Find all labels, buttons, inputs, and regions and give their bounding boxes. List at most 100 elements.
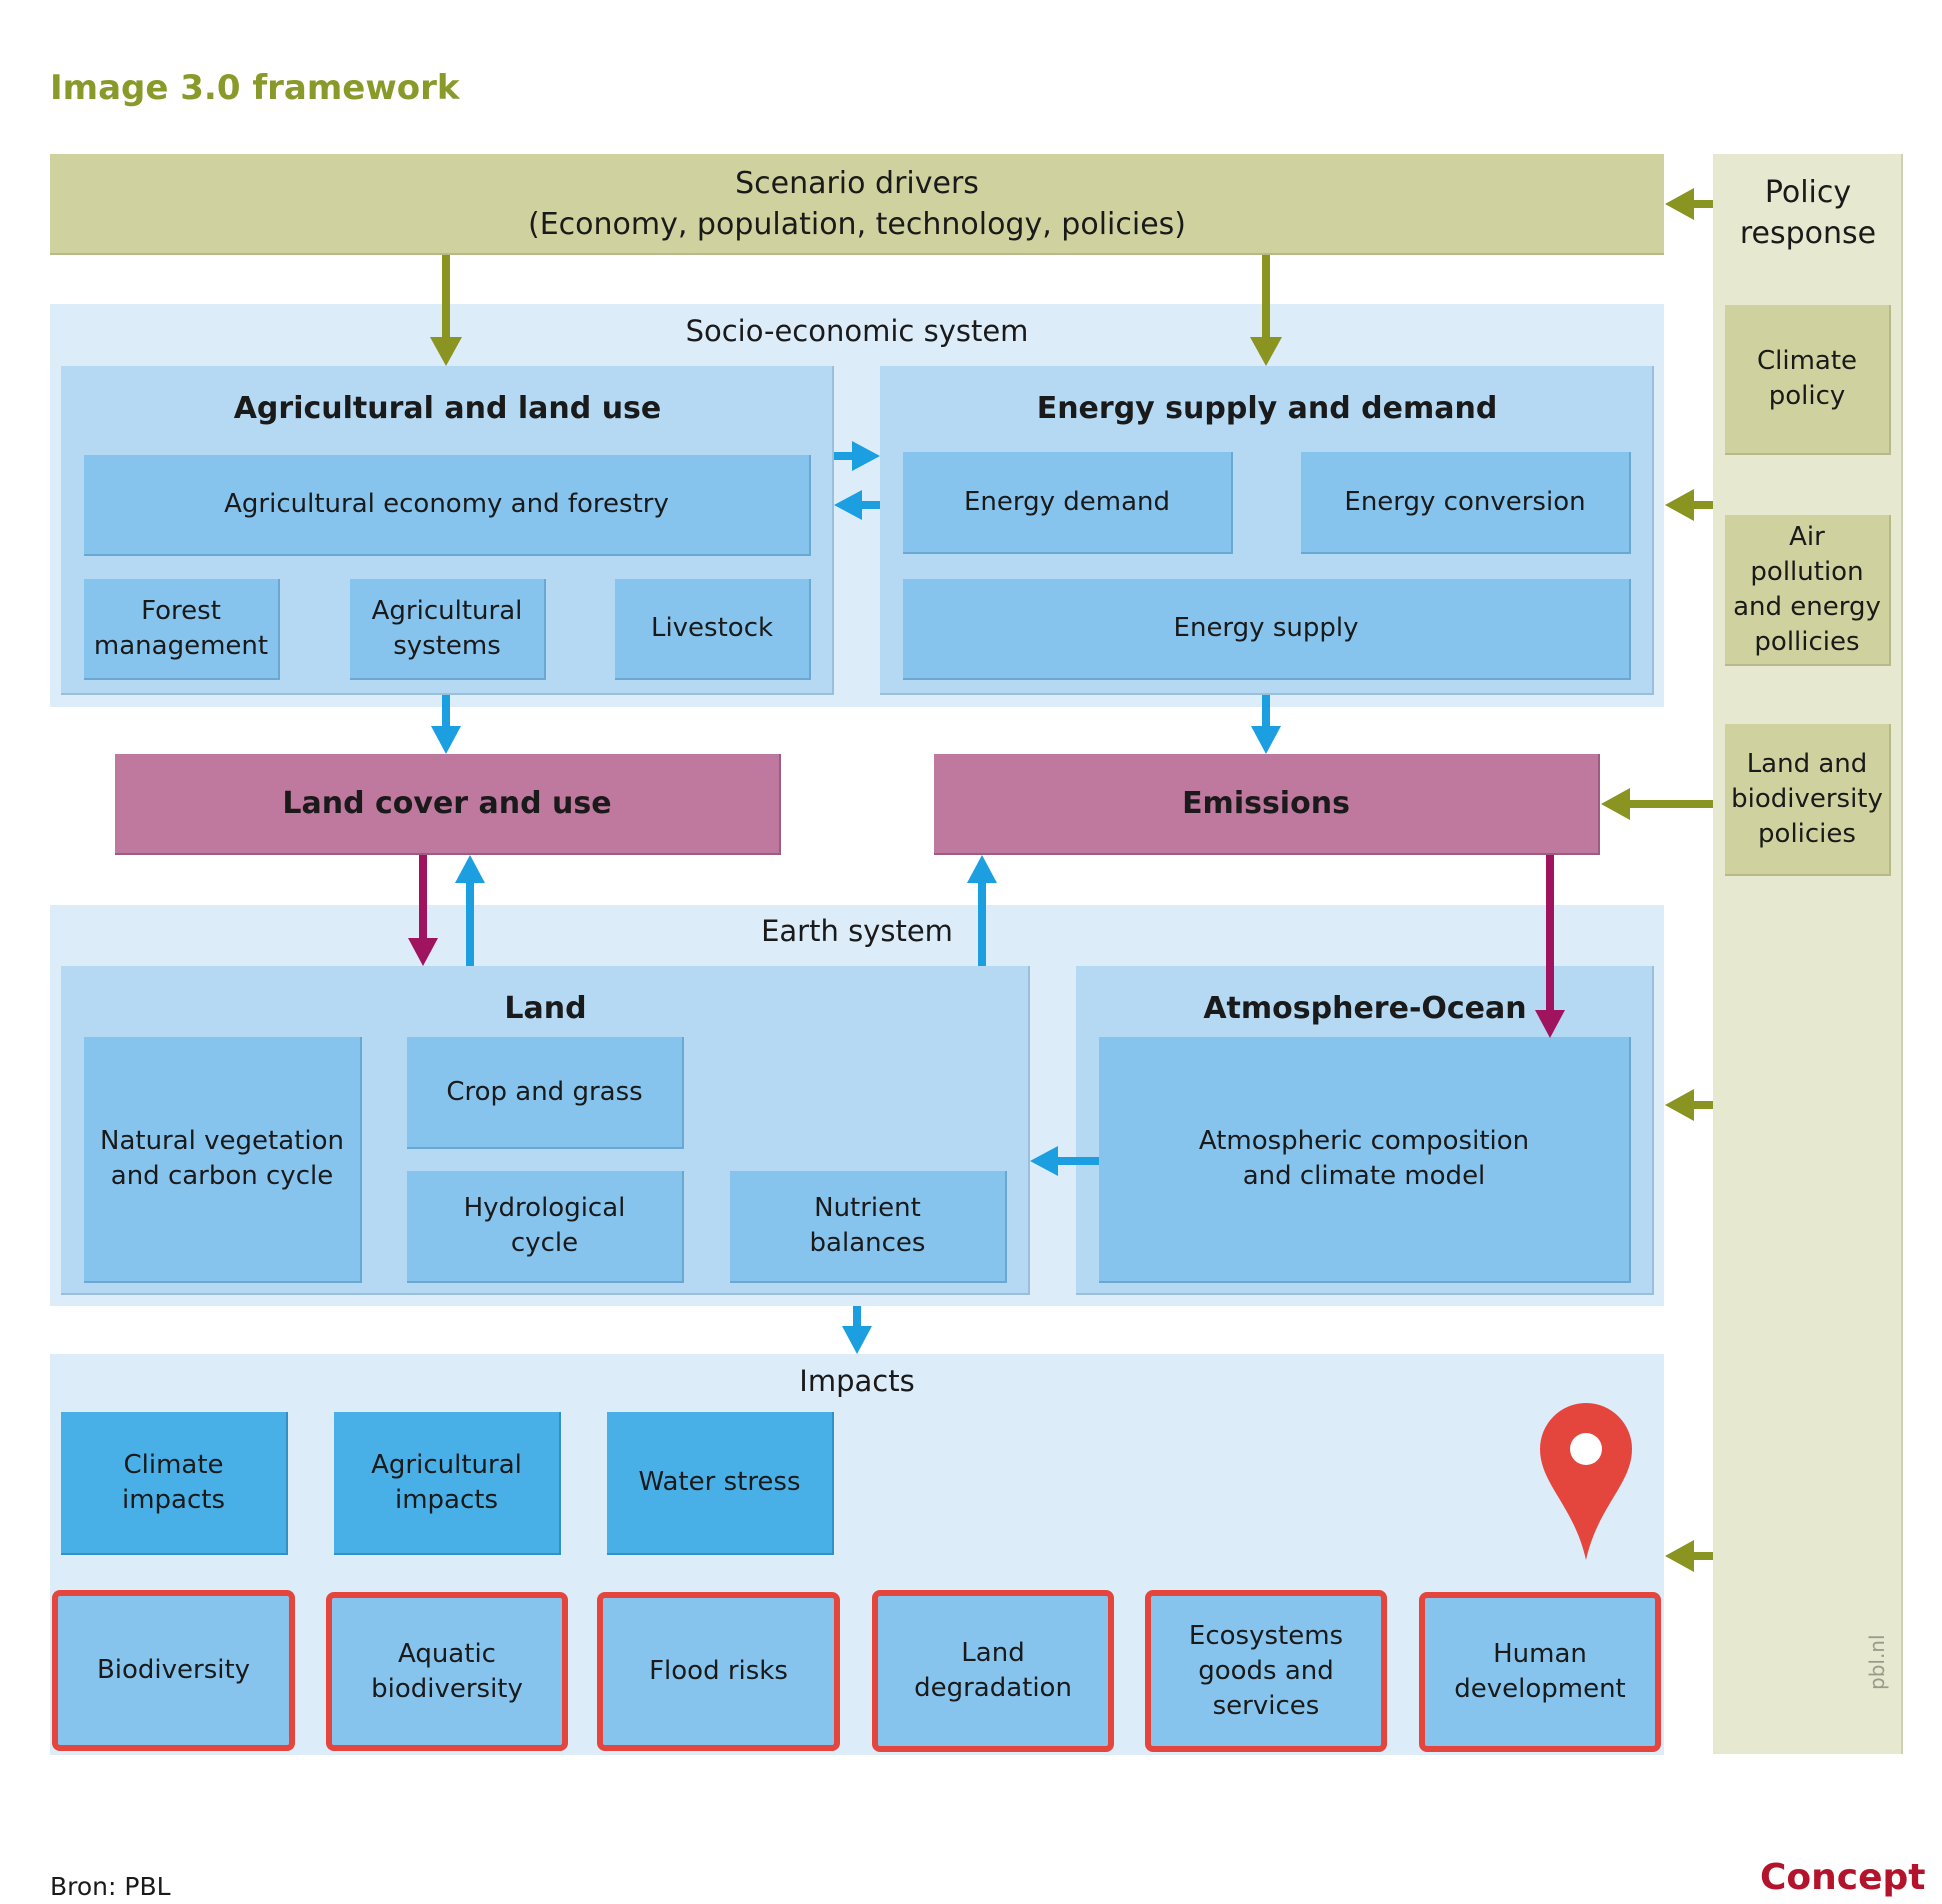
nutrient-balances-box: Nutrient balances	[730, 1171, 1007, 1283]
climate-impacts-box: Climate impacts	[61, 1412, 288, 1555]
land-title: Land	[504, 991, 587, 1026]
agri-impacts-line2: impacts	[394, 1484, 499, 1515]
aquatic-biodiversity-box: Aquatic biodiversity	[326, 1592, 568, 1751]
olive-arrow-down-energy	[1250, 255, 1282, 366]
air-policy-line1: Air pollution	[1750, 521, 1864, 587]
ecosystems-line1: Ecosystems	[1188, 1620, 1344, 1651]
biodiversity-box: Biodiversity	[52, 1590, 295, 1751]
ecosystems-services-box: Ecosystems goods and services	[1145, 1590, 1387, 1752]
magenta-arrow-landcover-to-land	[408, 855, 438, 966]
crop-grass-box: Crop and grass	[407, 1037, 684, 1149]
agricultural-economy-box: Agricultural economy and forestry	[84, 455, 811, 556]
atmo-model-line1: Atmospheric composition	[1198, 1126, 1530, 1156]
concept-stamp: Concept	[1760, 1857, 1926, 1898]
agricultural-land-use-title: Agricultural and land use	[233, 391, 662, 426]
ecosystems-line3: services	[1212, 1690, 1320, 1721]
scenario-drivers-box: Scenario drivers (Economy, population, t…	[50, 154, 1664, 255]
atmosphere-ocean-title: Atmosphere-Ocean	[1203, 991, 1527, 1026]
agri-impacts-line1: Agricultural	[371, 1449, 522, 1480]
climate-policy-line2: policy	[1768, 381, 1846, 411]
agri-systems-line1: Agricultural	[371, 595, 523, 626]
water-stress-box: Water stress	[607, 1412, 834, 1555]
nutrient-line1: Nutrient	[814, 1193, 921, 1223]
forest-line2: management	[93, 630, 269, 661]
olive-arrow-left-impacts	[1665, 1540, 1713, 1572]
energy-demand-box: Energy demand	[903, 452, 1233, 554]
blue-arrow-atmosphere-to-land	[1030, 1146, 1099, 1176]
energy-supply-box: Energy supply	[903, 579, 1631, 680]
socio-economic-label: Socio-economic system	[685, 314, 1029, 348]
water-stress-label: Water stress	[638, 1467, 801, 1497]
energy-conversion-label: Energy conversion	[1344, 486, 1586, 517]
blue-arrow-land-to-emissions	[967, 855, 997, 966]
crop-grass-label: Crop and grass	[446, 1076, 643, 1107]
energy-supply-demand-title: Energy supply and demand	[1036, 391, 1498, 426]
air-policy-line2: and energy	[1733, 591, 1881, 622]
livestock-label: Livestock	[650, 613, 774, 643]
policy-title-line2: response	[1739, 216, 1877, 251]
map-pin-icon	[1540, 1403, 1632, 1560]
blue-arrow-agri-to-landcover	[431, 695, 461, 754]
blue-arrow-energy-to-agri	[834, 490, 880, 520]
source-credit: Bron: PBL	[50, 1872, 171, 1901]
flood-risks-box: Flood risks	[597, 1592, 840, 1751]
human-dev-line2: development	[1454, 1674, 1626, 1704]
scenario-line2: (Economy, population, technology, polici…	[528, 206, 1186, 242]
climate-policy-box: Climate policy	[1725, 305, 1891, 455]
atmo-model-line2: and climate model	[1242, 1161, 1486, 1191]
olive-arrow-down-agri	[430, 255, 462, 366]
blue-arrow-energy-to-emissions	[1251, 695, 1281, 754]
livestock-box: Livestock	[615, 579, 811, 680]
agricultural-economy-label: Agricultural economy and forestry	[224, 489, 669, 519]
hydro-line1: Hydrological	[463, 1193, 626, 1223]
climate-impacts-line1: Climate	[123, 1449, 224, 1480]
pbl-watermark: pbl.nl	[1865, 1634, 1889, 1690]
land-biodiversity-policy-box: Land and biodiversity policies	[1725, 724, 1891, 876]
land-degradation-line1: Land	[961, 1638, 1025, 1668]
scenario-line1: Scenario drivers	[735, 165, 979, 201]
climate-impacts-line2: impacts	[121, 1484, 226, 1515]
human-dev-line1: Human	[1493, 1639, 1587, 1669]
earth-system-label: Earth system	[761, 914, 953, 948]
agricultural-systems-box: Agricultural systems	[350, 579, 546, 680]
aquatic-line1: Aquatic	[398, 1638, 496, 1669]
agricultural-impacts-box: Agricultural impacts	[334, 1412, 561, 1555]
magenta-arrow-emissions-to-atmosphere	[1535, 855, 1565, 1038]
emissions-box: Emissions	[934, 754, 1600, 855]
land-policy-line3: policies	[1758, 818, 1856, 849]
air-policy-line3: pollicies	[1754, 626, 1860, 657]
blue-arrow-earth-to-impacts	[842, 1306, 872, 1354]
olive-arrow-left-emissions	[1601, 788, 1713, 820]
aquatic-line2: biodiversity	[371, 1673, 523, 1704]
emissions-label: Emissions	[1182, 786, 1350, 821]
agri-systems-line2: systems	[393, 630, 501, 661]
climate-policy-line1: Climate	[1756, 346, 1858, 376]
olive-arrow-left-earth	[1665, 1089, 1713, 1121]
olive-arrow-left-scenario	[1665, 188, 1713, 220]
ecosystems-line2: goods and	[1198, 1655, 1334, 1686]
hydro-line2: cycle	[510, 1228, 579, 1258]
natural-vegetation-box: Natural vegetation and carbon cycle	[84, 1037, 362, 1283]
land-cover-use-box: Land cover and use	[115, 754, 781, 855]
atmospheric-model-box: Atmospheric composition and climate mode…	[1099, 1037, 1631, 1283]
human-development-box: Human development	[1419, 1592, 1661, 1752]
energy-demand-label: Energy demand	[963, 486, 1171, 517]
land-degradation-box: Land degradation	[872, 1590, 1114, 1752]
air-pollution-policy-box: Air pollution and energy pollicies	[1725, 515, 1891, 666]
flood-risks-label: Flood risks	[649, 1656, 788, 1686]
energy-conversion-box: Energy conversion	[1301, 452, 1631, 554]
land-degradation-line2: degradation	[914, 1673, 1072, 1703]
land-policy-line2: biodiversity	[1731, 783, 1883, 814]
forest-management-box: Forest management	[84, 579, 280, 680]
olive-arrow-left-socio	[1665, 489, 1713, 521]
natveg-line1: Natural vegetation	[100, 1126, 344, 1156]
blue-arrow-land-to-landcover	[455, 855, 485, 966]
nutrient-line2: balances	[809, 1228, 926, 1258]
land-policy-line1: Land and	[1746, 748, 1868, 779]
impacts-panel	[50, 1354, 1664, 1755]
impacts-label: Impacts	[799, 1364, 915, 1398]
blue-arrow-agri-to-energy	[834, 441, 880, 471]
forest-line1: Forest	[141, 595, 221, 626]
natveg-line2: and carbon cycle	[110, 1161, 334, 1191]
